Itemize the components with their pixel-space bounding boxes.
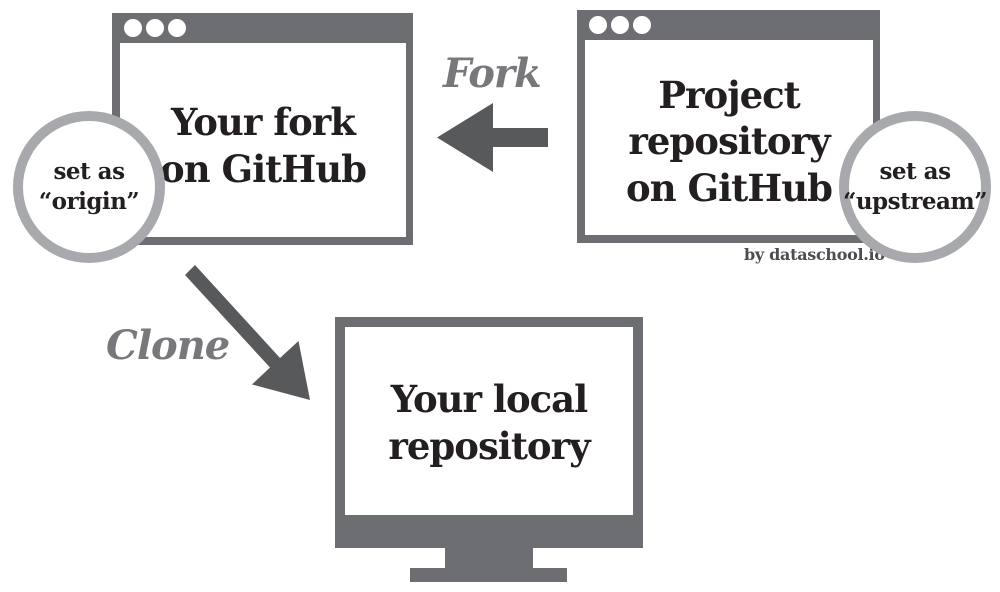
fork-window: Your fork on GitHub <box>112 13 413 245</box>
window-control-dot <box>611 16 629 34</box>
origin-badge-line: set as <box>53 158 125 186</box>
fork-arrow-icon <box>437 103 548 172</box>
window-controls <box>124 19 186 37</box>
monitor-stand-base <box>410 568 567 582</box>
window-control-dot <box>124 19 142 37</box>
window-control-dot <box>589 16 607 34</box>
fork-arrow-label: Fork <box>443 50 542 97</box>
window-control-dot <box>146 19 164 37</box>
fork-window-title-line: on GitHub <box>160 147 367 191</box>
upstream-badge-line: “upstream” <box>843 188 987 215</box>
project-window-content: Project repository on GitHub <box>585 40 873 235</box>
fork-window-title-line: Your fork <box>171 100 356 145</box>
local-repo-title-line: Your local <box>390 377 588 422</box>
byline: by dataschool.io <box>744 245 885 264</box>
window-control-dot <box>633 16 651 34</box>
clone-arrow-label: Clone <box>106 322 230 369</box>
monitor-stand-neck <box>445 548 533 568</box>
project-window-title-line: on GitHub <box>626 165 833 210</box>
origin-badge: set as “origin” <box>13 111 165 263</box>
origin-badge-line: “origin” <box>38 188 140 215</box>
local-repo-title-line: repository <box>388 424 590 468</box>
project-window-title-line: Project <box>658 72 801 117</box>
fork-window-content: Your fork on GitHub <box>120 43 406 237</box>
window-controls <box>589 16 651 34</box>
project-window: Project repository on GitHub <box>577 10 880 243</box>
upstream-badge-line: set as <box>879 158 951 186</box>
monitor-screen: Your local repository <box>345 327 633 515</box>
window-control-dot <box>168 19 186 37</box>
project-window-title-line: repository <box>628 119 830 164</box>
local-monitor: Your local repository <box>335 317 643 548</box>
upstream-badge: set as “upstream” <box>839 111 991 263</box>
